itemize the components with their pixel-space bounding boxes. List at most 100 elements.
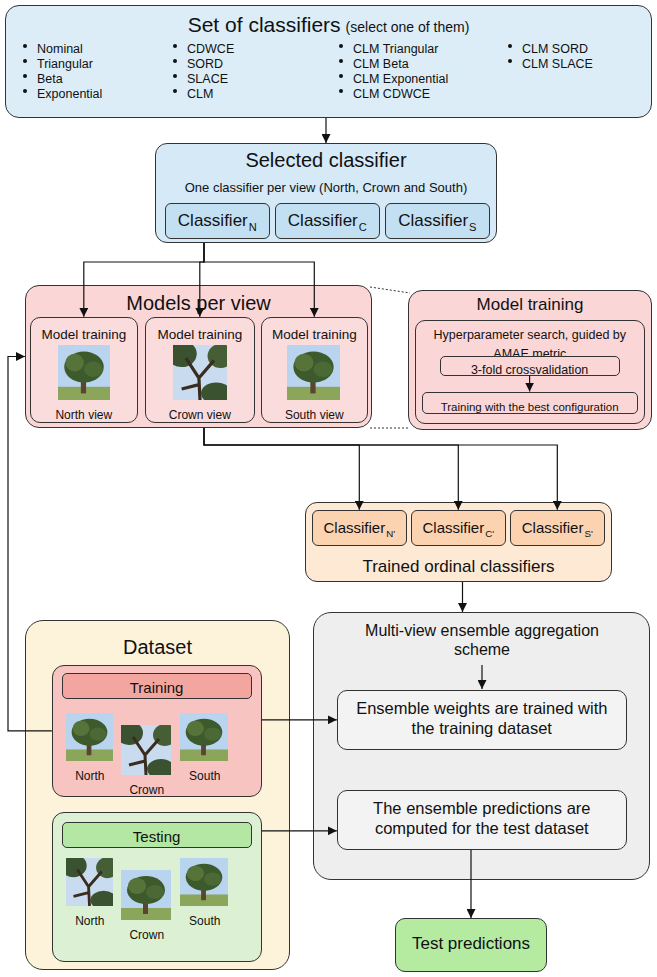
bullet-dot [23, 44, 27, 48]
bullet-dot [339, 74, 343, 78]
text-slot: SLACE [171, 68, 327, 87]
flow-arrow [325, 118, 326, 143]
text-row: ClassifierN' [313, 519, 406, 537]
node-text: (select one of them) [346, 19, 470, 36]
flow-arrow [204, 428, 359, 510]
models-group-box: Models per viewModel trainingNorth viewM… [25, 285, 372, 428]
text-row: ClassifierC [276, 211, 379, 231]
node-text: Trained ordinal classifiers [362, 557, 554, 576]
text-slot: Testing [63, 827, 251, 846]
text-slot: South view [262, 404, 367, 423]
process-box: 3-fold crossvalidation [440, 356, 620, 376]
node-text: Training [130, 679, 184, 696]
text-slot: Crown [117, 924, 177, 943]
classifier-box: ClassifierN' [312, 510, 407, 546]
training-set-box: NorthCrownSouthTraining [52, 665, 262, 797]
process-box: Training with the best configuration [422, 392, 638, 414]
node-text: Model training [41, 327, 126, 342]
text-slot: CLM CDWCE [337, 83, 493, 102]
node-text: CLM Beta [353, 57, 409, 71]
ensemble-scheme-box: Multi-view ensemble aggregation schemeEn… [313, 612, 650, 880]
node-text: Beta [37, 72, 63, 86]
text-slot: 3-fold crossvalidation [441, 359, 619, 378]
node-text: Classifier [522, 519, 584, 537]
node-text: North [75, 914, 104, 928]
node-text: North view [55, 408, 112, 422]
node-text: Set of classifiers [188, 12, 341, 37]
text-slot: CLM Beta [337, 53, 493, 72]
hyperparameter-box: Hyperparameter search, guided by AMAE me… [415, 320, 645, 424]
text-slot: One classifier per view (North, Crown an… [156, 177, 496, 196]
text-slot: Trained ordinal classifiers [306, 557, 611, 577]
node-text: Multi-view ensemble aggregation scheme [365, 622, 599, 658]
text-slot: Ensemble weights are trained with the tr… [348, 699, 616, 739]
output-box: Test predictions [395, 918, 547, 972]
classifier-box: ClassifierS [385, 203, 490, 239]
node-text: Classifier [288, 211, 358, 231]
bullet-dot [173, 44, 177, 48]
node-text: South view [285, 408, 344, 422]
text-slot: The ensemble predictions are computed fo… [348, 799, 616, 839]
node-text: CLM CDWCE [353, 87, 430, 101]
node-text: South [189, 914, 220, 928]
node-text: Dataset [123, 636, 192, 658]
node-text: SORD [187, 57, 223, 71]
node-text: N' [386, 528, 395, 540]
node-text: Training with the best configuration [441, 401, 619, 413]
node-text: Ensemble weights are trained with the tr… [356, 699, 607, 737]
text-slot: CLM [171, 83, 327, 102]
classifier-box: ClassifierS' [510, 510, 605, 546]
trained-classifiers-box: Trained ordinal classifiersClassifierN'C… [305, 502, 612, 582]
node-text: Classifier [423, 519, 485, 537]
model-training-box: Model trainingSouth view [261, 317, 368, 423]
model-training-box: Model trainingCrown view [145, 317, 255, 423]
node-text: Selected classifier [245, 149, 406, 171]
node-text: Crown view [169, 408, 231, 422]
node-text: N [249, 221, 257, 234]
text-slot: North [60, 910, 120, 929]
bullet-dot [339, 89, 343, 93]
node-text: Classifier [398, 211, 468, 231]
node-text: Exponential [37, 87, 102, 101]
text-slot: Crown view [146, 404, 254, 423]
bullet-dot [23, 59, 27, 63]
text-slot: Multi-view ensemble aggregation scheme [347, 621, 617, 659]
text-slot: Model training [262, 324, 367, 343]
node-text: Test predictions [412, 934, 530, 953]
text-slot: Model training [146, 324, 254, 343]
process-box: The ensemble predictions are computed fo… [337, 790, 627, 850]
zoom-line [370, 287, 410, 293]
text-slot: Dataset [26, 635, 289, 659]
flow-arrow [204, 428, 458, 510]
node-text: Testing [133, 828, 181, 845]
text-slot: Model training [31, 324, 137, 343]
model-training-box: Model trainingNorth view [30, 317, 138, 423]
bullet-dot [508, 44, 512, 48]
text-slot: Training [63, 678, 251, 697]
text-slot: SORD [171, 53, 327, 72]
text-slot: Beta [21, 68, 177, 87]
set-label-box: Training [62, 673, 252, 699]
text-slot: South [175, 910, 235, 929]
node-text: SLACE [187, 72, 228, 86]
text-slot: Selected classifier [156, 148, 496, 172]
classifier-box: ClassifierC' [411, 510, 506, 546]
text-slot: North [60, 765, 120, 784]
node-text: CLM Exponential [353, 72, 448, 86]
node-text: Triangular [37, 57, 93, 71]
node-text: S' [584, 528, 592, 540]
bullet-dot [173, 59, 177, 63]
node-text: C' [485, 528, 494, 540]
text-row: ClassifierS [386, 211, 489, 231]
classifier-set-box: Set of classifiers(select one of them)No… [5, 5, 652, 118]
bullet-dot [173, 74, 177, 78]
text-slot: Training with the best configuration [423, 396, 637, 415]
bullet-dot [508, 59, 512, 63]
text-slot: CLM SLACE [506, 53, 657, 72]
text-slot: CLM Exponential [337, 68, 493, 87]
text-slot: Test predictions [396, 934, 546, 954]
node-text: Crown [129, 783, 164, 797]
node-text: Model training [157, 327, 242, 342]
process-box: Ensemble weights are trained with the tr… [337, 690, 627, 750]
